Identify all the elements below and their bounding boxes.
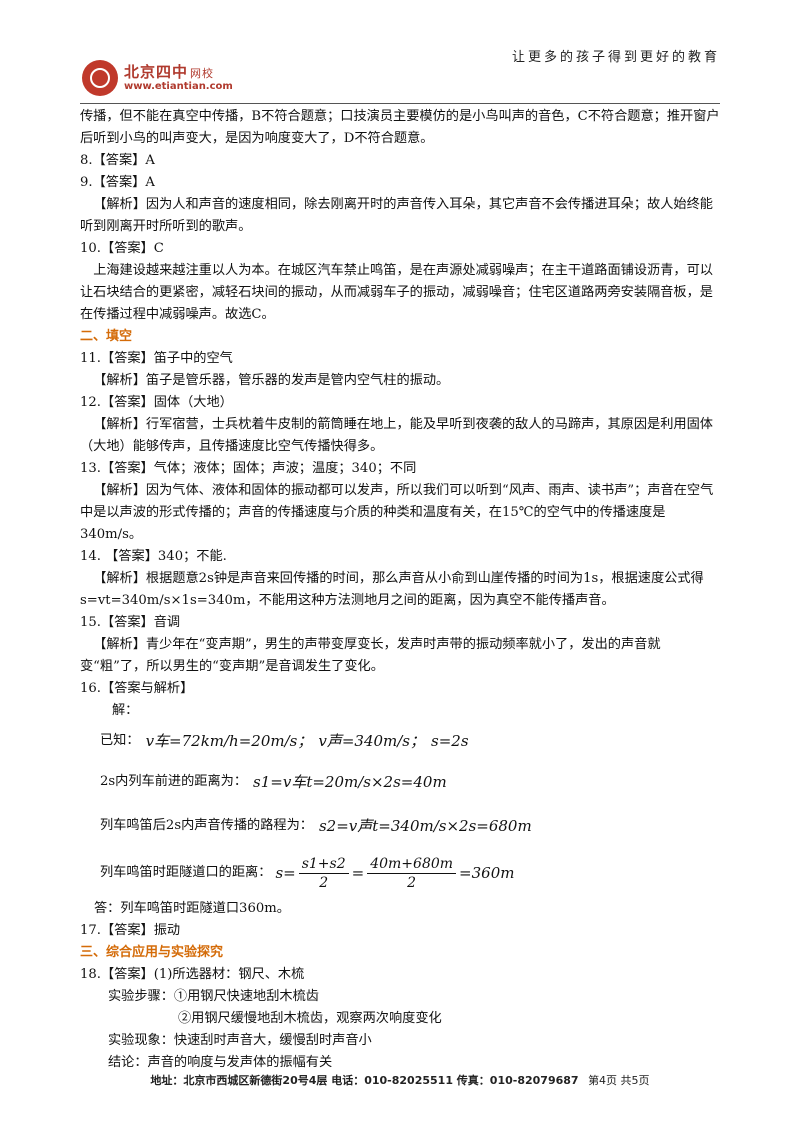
train-distance-formula: s1=v车t=20m/s×2s=40m [253, 773, 447, 791]
answer-17: 17.【答案】振动 [80, 923, 181, 938]
fraction-symbolic: s1+s2 2 [298, 855, 349, 892]
paragraph: 传播，但不能在真空中传播，B不符合题意；口技演员主要模仿的是小鸟叫声的音色，C不… [80, 109, 720, 146]
solve-label: 解： [112, 703, 139, 718]
section-heading-experiment: 三、综合应用与实验探究 [80, 945, 224, 960]
train-distance-row: 2s内列车前进的距离为： s1=v车t=20m/s×2s=40m [80, 760, 720, 804]
answer-8: 8.【答案】A [80, 153, 155, 168]
known-values: 已知： v车=72km/h=20m/s； v声=340m/s； s=2s [80, 722, 720, 760]
tunnel-distance-label: 列车鸣笛时距隧道口的距离： [100, 865, 272, 880]
answer-18: 18.【答案】(1)所选器材：钢尺、木梳 [80, 967, 305, 982]
answer-10: 10.【答案】C [80, 241, 164, 256]
analysis-9: 【解析】因为人和声音的速度相同，除去刚离开时的声音传入耳朵，其它声音不会传播进耳… [80, 197, 713, 234]
answer-16: 16.【答案与解析】 [80, 681, 194, 696]
answer-9: 9.【答案】A [80, 175, 155, 190]
known-label: 已知： [100, 733, 140, 748]
sound-distance-formula: s2=v声t=340m/s×2s=680m [318, 817, 532, 835]
page-header: 北京四中网校 www.etiantian.com 让更多的孩子得到更好的教育 [80, 42, 720, 104]
fraction-numerator: 40m+680m [367, 855, 457, 874]
page-footer: 地址：北京市西城区新德街20号4层 电话：010-82025511 传真：010… [0, 1072, 800, 1088]
footer-address: 地址：北京市西城区新德街20号4层 电话：010-82025511 传真：010… [150, 1074, 579, 1087]
sound-distance-row: 列车鸣笛后2s内声音传播的路程为： s2=v声t=340m/s×2s=680m [80, 804, 720, 848]
fraction-numerator: s1+s2 [298, 855, 349, 874]
header-divider [80, 103, 720, 104]
equals-sign: = [351, 864, 365, 882]
page-content: 传播，但不能在真空中传播，B不符合题意；口技演员主要模仿的是小鸟叫声的音色，C不… [80, 106, 720, 1074]
experiment-conclusion: 结论：声音的响度与发声体的振幅有关 [108, 1055, 333, 1070]
known-v-sound: v声=340m/s； [318, 732, 426, 750]
experiment-step-2: ②用钢尺缓慢地刮木梳齿，观察两次响度变化 [178, 1011, 442, 1026]
sound-distance-label: 列车鸣笛后2s内声音传播的路程为： [100, 818, 313, 833]
known-v-train: v车=72km/h=20m/s； [145, 732, 313, 750]
header-slogan: 让更多的孩子得到更好的教育 [511, 50, 720, 65]
school-logo-icon [82, 60, 118, 96]
analysis-13: 【解析】因为气体、液体和固体的振动都可以发声，所以我们可以听到“风声、雨声、读书… [80, 483, 714, 542]
tunnel-distance-row: 列车鸣笛时距隧道口的距离： s= s1+s2 2 = 40m+680m 2 =3… [80, 848, 720, 898]
answer-14: 14. 【答案】340；不能. [80, 549, 227, 564]
answer-16-conclusion: 答：列车鸣笛时距隧道口360m。 [94, 901, 290, 916]
analysis-14: 【解析】根据题意2s钟是声音来回传播的时间，那么声音从小俞到山崖传播的时间为1s… [80, 571, 704, 608]
logo-name: 北京四中网校 [124, 63, 215, 81]
tunnel-distance-lhs: s= [275, 864, 296, 882]
experiment-phenomenon: 实验现象：快速刮时声音大，缓慢刮时声音小 [108, 1033, 372, 1048]
known-time: s=2s [431, 732, 469, 750]
section-heading-fill-in: 二、填空 [80, 329, 133, 344]
fraction-denominator: 2 [407, 874, 417, 891]
train-distance-label: 2s内列车前进的距离为： [100, 774, 248, 789]
answer-13: 13.【答案】气体；液体；固体；声波；温度；340；不同 [80, 461, 417, 476]
experiment-step-1: 实验步骤：①用钢尺快速地刮木梳齿 [108, 989, 319, 1004]
logo-url: www.etiantian.com [124, 81, 233, 92]
tunnel-distance-result: =360m [459, 864, 515, 882]
answer-11: 11.【答案】笛子中的空气 [80, 351, 233, 366]
fraction-numeric: 40m+680m 2 [367, 855, 457, 892]
analysis-12: 【解析】行军宿营，士兵枕着牛皮制的箭筒睡在地上，能及早听到夜袭的敌人的马蹄声，其… [80, 417, 713, 454]
answer-12: 12.【答案】固体（大地） [80, 395, 233, 410]
analysis-15: 【解析】青少年在“变声期”，男生的声带变厚变长，发声时声带的振动频率就小了，发出… [80, 637, 661, 674]
analysis-10: 上海建设越来越注重以人为本。在城区汽车禁止鸣笛，是在声源处减弱噪声；在主干道路面… [80, 263, 713, 322]
page-number: 第4页 共5页 [588, 1074, 650, 1087]
analysis-11: 【解析】笛子是管乐器，管乐器的发声是管内空气柱的振动。 [93, 373, 450, 388]
answer-15: 15.【答案】音调 [80, 615, 181, 630]
fraction-denominator: 2 [319, 874, 329, 891]
